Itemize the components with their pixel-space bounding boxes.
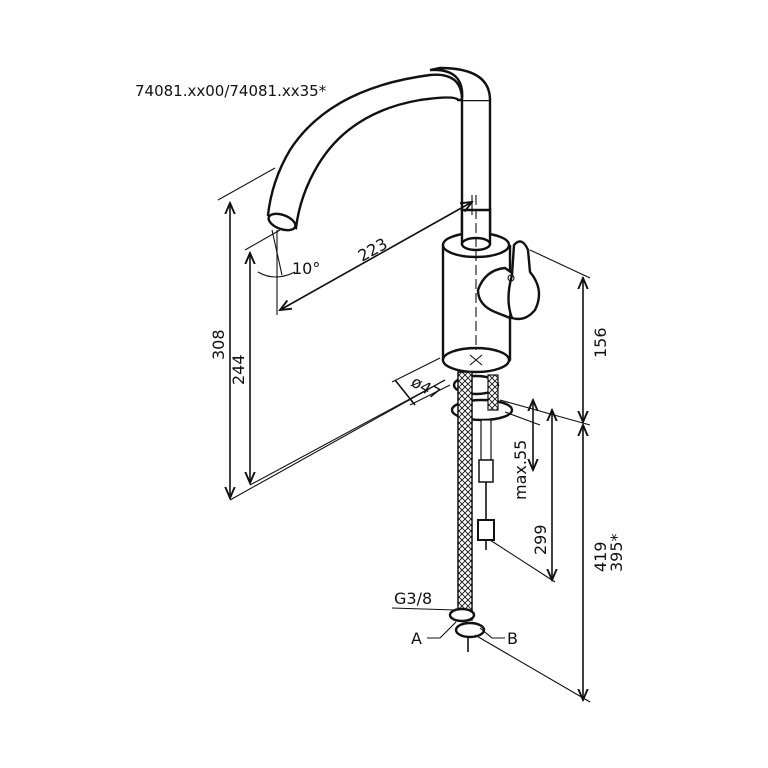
hose-b-label: B [507,629,518,648]
dim-total-length-alt: 395* [607,533,626,572]
model-number-title: 74081.xx00/74081.xx35* [135,82,327,100]
thread-label: G3/8 [394,589,432,608]
dim-spout-height: 244 [229,354,248,385]
dim-angle: 10° [292,259,320,278]
lever-handle [476,240,541,321]
hose-a-label: A [411,629,422,648]
dim-max-thickness: max.55 [511,440,530,500]
dim-body-height: 156 [591,327,610,358]
dim-total-length: 419 [591,541,610,572]
dim-shank-length: 299 [531,524,550,555]
dim-reach: 223 [355,234,391,265]
dim-overall-height: 308 [209,329,228,360]
dim-diameter: ø47 [408,372,444,404]
mounting-assembly [448,371,514,652]
dimension-lines [217,167,591,703]
